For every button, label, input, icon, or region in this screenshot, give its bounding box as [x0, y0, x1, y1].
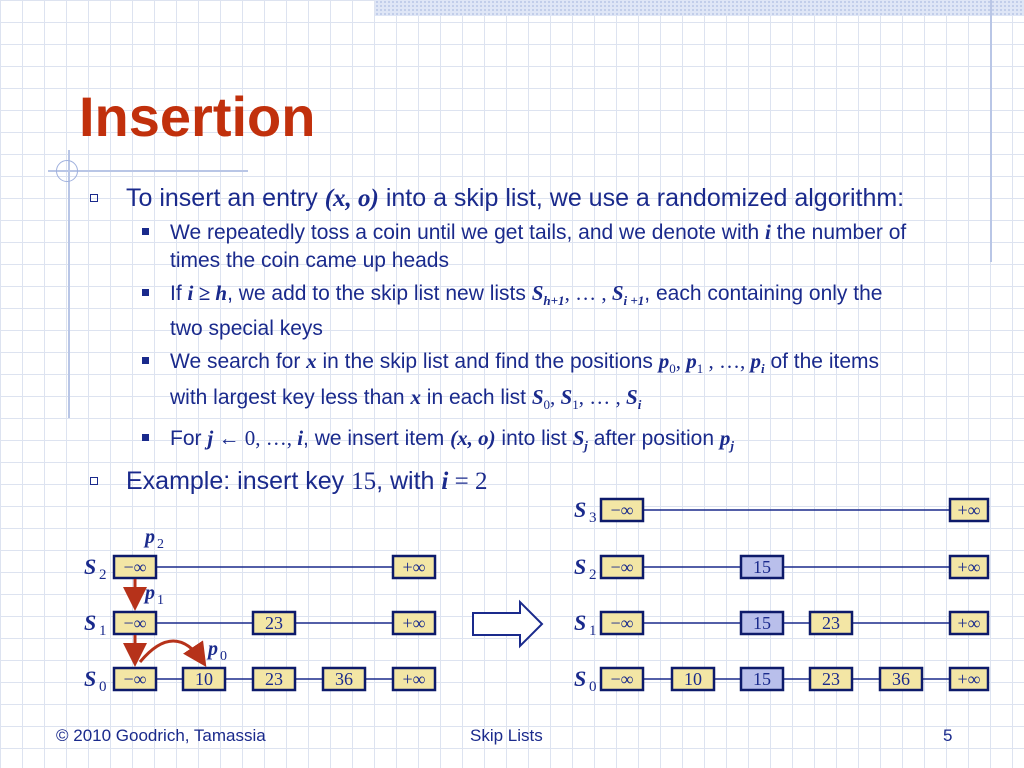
left-rule: [68, 150, 70, 418]
crosshair-ornament: [56, 160, 78, 182]
neg-inf-node: [599, 666, 645, 692]
pos-inf-node: [948, 666, 990, 692]
pos-inf-node: [948, 497, 990, 523]
key-node-label: 36: [892, 669, 910, 689]
inserted-key-node: [739, 666, 785, 692]
left-list-label-subscript: 1: [99, 623, 107, 639]
pointer-label: p: [206, 638, 218, 660]
pos-inf-node-label: +∞: [403, 557, 426, 577]
right-list-label-subscript: 3: [589, 510, 597, 526]
key-node-label: 36: [335, 669, 353, 689]
sub-bullet-search: We search for x in the skip list and fin…: [90, 347, 910, 419]
left-list-label: S: [84, 610, 96, 635]
right-list-label: S: [574, 497, 586, 522]
top-decorative-bar: [375, 0, 1024, 16]
key-node: [321, 666, 367, 692]
pos-inf-node-label: +∞: [958, 500, 981, 520]
pos-inf-node: [948, 554, 990, 580]
key-node: [251, 610, 297, 636]
slide-title: Insertion: [79, 85, 316, 148]
pos-inf-node: [391, 666, 437, 692]
neg-inf-node-label: −∞: [124, 613, 147, 633]
key-node: [808, 666, 854, 692]
key-node: [670, 666, 716, 692]
filled-square-bullet-icon: [142, 433, 149, 441]
left-list-label-subscript: 2: [99, 567, 107, 583]
neg-inf-node-label: −∞: [611, 613, 634, 633]
pos-inf-node: [948, 610, 990, 636]
left-list-label: S: [84, 666, 96, 691]
inserted-key-node-label: 15: [753, 613, 771, 633]
sub-bullet-new-lists: If i ≥ h, we add to the skip list new li…: [90, 279, 910, 343]
pos-inf-node: [391, 554, 437, 580]
pos-inf-node-label: +∞: [958, 557, 981, 577]
neg-inf-node-label: −∞: [611, 557, 634, 577]
footer-topic: Skip Lists: [470, 726, 543, 745]
pointer-label-subscript: 0: [220, 649, 227, 664]
key-node-label: 23: [822, 613, 840, 633]
right-list-label: S: [574, 610, 586, 635]
search-arrow-curve: [138, 639, 207, 667]
hollow-square-bullet-icon: [90, 476, 98, 485]
right-list-label-subscript: 1: [589, 623, 597, 639]
sub-bullet-toss-coin: We repeatedly toss a coin until we get t…: [90, 218, 910, 275]
filled-square-bullet-icon: [142, 228, 149, 235]
bullet-list: To insert an entry (x, o) into a skip li…: [90, 183, 910, 497]
pointer-label-subscript: 1: [157, 593, 164, 608]
key-node: [251, 666, 297, 692]
key-node: [808, 610, 854, 636]
right-rule: [990, 0, 992, 262]
pointer-label: p: [143, 582, 155, 604]
inserted-key-node: [739, 610, 785, 636]
right-list-label-subscript: 2: [589, 567, 597, 583]
left-list-label: S: [84, 554, 96, 579]
pos-inf-node: [391, 610, 437, 636]
right-list-label: S: [574, 666, 586, 691]
right-list-label-subscript: 0: [589, 679, 597, 695]
neg-inf-node: [599, 497, 645, 523]
transform-arrow-icon: [472, 599, 544, 649]
neg-inf-node: [599, 610, 645, 636]
pos-inf-node-label: +∞: [403, 669, 426, 689]
hollow-square-bullet-icon: [90, 194, 98, 202]
left-list-label-subscript: 0: [99, 679, 107, 695]
footer-copyright: © 2010 Goodrich, Tamassia: [56, 726, 266, 745]
key-node: [181, 666, 227, 692]
neg-inf-node: [112, 666, 158, 692]
key-node-label: 23: [265, 613, 283, 633]
neg-inf-node-label: −∞: [611, 500, 634, 520]
neg-inf-node: [599, 554, 645, 580]
pointer-label-subscript: 2: [157, 537, 164, 552]
sub-bullet-insert-item: For j ← 0, …, i, we insert item (x, o) i…: [90, 424, 910, 460]
key-node: [878, 666, 924, 692]
bullet-insert-entry: To insert an entry (x, o) into a skip li…: [90, 183, 910, 214]
inserted-key-node: [739, 554, 785, 580]
key-node-label: 10: [195, 669, 213, 689]
key-node-label: 10: [684, 669, 702, 689]
pos-inf-node-label: +∞: [958, 613, 981, 633]
neg-inf-node: [112, 610, 158, 636]
neg-inf-node-label: −∞: [124, 669, 147, 689]
filled-square-bullet-icon: [142, 289, 149, 296]
neg-inf-node: [112, 554, 158, 580]
pointer-label: p: [143, 526, 155, 548]
pos-inf-node-label: +∞: [958, 669, 981, 689]
key-node-label: 23: [822, 669, 840, 689]
neg-inf-node-label: −∞: [611, 669, 634, 689]
bullet-example: Example: insert key 15, with i = 2: [90, 466, 910, 497]
neg-inf-node-label: −∞: [124, 557, 147, 577]
key-node-label: 23: [265, 669, 283, 689]
inserted-key-node-label: 15: [753, 557, 771, 577]
right-list-label: S: [574, 554, 586, 579]
title-underline: [48, 170, 248, 172]
inserted-key-node-label: 15: [753, 669, 771, 689]
footer-page-number: 5: [943, 726, 953, 745]
filled-square-bullet-icon: [142, 357, 149, 365]
pos-inf-node-label: +∞: [403, 613, 426, 633]
